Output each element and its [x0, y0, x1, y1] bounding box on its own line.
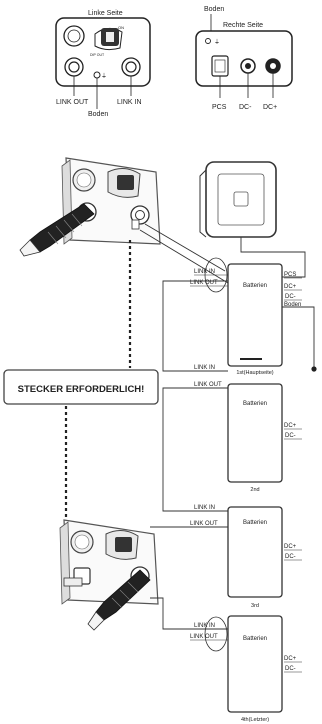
battery-4-dc-minus: DC- — [285, 666, 296, 672]
ground-label: Boden — [88, 111, 108, 118]
svg-text:⏚: ⏚ — [214, 39, 220, 46]
dc-minus-label: DC- — [239, 104, 252, 111]
battery-1-pcs: PCS — [284, 272, 296, 278]
pcs-unit-icon — [199, 161, 277, 238]
battery-3-link-in: LINK IN — [194, 505, 215, 511]
dc-plus-label: DC+ — [263, 104, 277, 111]
battery-4-caption: 4th(Letzter) — [241, 717, 269, 723]
right-ground-label: Boden — [204, 6, 224, 13]
battery-1-dc-minus: DC- — [285, 294, 296, 300]
battery-3-dc-plus: DC+ — [284, 544, 297, 550]
battery-4-link-in: LINK IN — [194, 623, 215, 629]
left-side-panel: Linke Seite ON DIP OUT ⏚ LINK OUT LINK I… — [55, 10, 151, 118]
ground-symbol-icon: ⏚ — [101, 73, 107, 80]
battery-1-label: Batterien — [243, 283, 267, 289]
battery-4-label: Batterien — [243, 636, 267, 642]
right-side-title: Rechte Seite — [223, 22, 263, 29]
warning-text: STECKER ERFORDERLICH! — [18, 384, 145, 395]
battery-2-label: Batterien — [243, 401, 267, 407]
connector-photo-bottom — [59, 519, 159, 631]
battery-1-link-out: LINK OUT — [190, 280, 218, 286]
battery-3-dc-minus: DC- — [285, 554, 296, 560]
battery-4: Batterien 4th(Letzter) LINK IN LINK OUT … — [190, 615, 302, 723]
ground-screw-icon — [93, 71, 101, 79]
battery-1-link-in: LINK IN — [194, 269, 215, 275]
battery-2-caption: 2nd — [250, 487, 259, 493]
pcs-label: PCS — [212, 104, 227, 111]
battery-3-caption: 3rd — [251, 603, 259, 609]
battery-2-link-out: LINK OUT — [194, 382, 222, 388]
link-out-label: LINK OUT — [56, 99, 89, 106]
ground-terminal-icon — [311, 366, 317, 372]
battery-2: Batterien 2nd LINK IN LINK OUT DC+ DC- — [194, 365, 302, 493]
battery-1-dc-plus: DC+ — [284, 284, 297, 290]
warning-box: STECKER ERFORDERLICH! — [3, 369, 159, 405]
ground-screw-right-icon — [205, 38, 211, 44]
svg-text:ON: ON — [118, 25, 124, 30]
right-side-panel: Boden Rechte Seite ⏚ PCS DC- DC+ — [195, 6, 293, 111]
svg-text:DIP OUT: DIP OUT — [90, 53, 105, 57]
battery-1-caption: 1st(Hauptseite) — [236, 370, 273, 376]
battery-4-dc-plus: DC+ — [284, 656, 297, 662]
link-highlight-ellipse-bottom — [204, 616, 228, 652]
battery-1: Batterien 1st(Hauptseite) LINK IN LINK O… — [190, 257, 302, 376]
left-side-title: Linke Seite — [88, 10, 123, 17]
battery-2-dc-plus: DC+ — [284, 423, 297, 429]
battery-4-link-out: LINK OUT — [190, 634, 218, 640]
battery-3-label: Batterien — [243, 520, 267, 526]
link-in-label: LINK IN — [117, 99, 142, 106]
battery-2-link-in: LINK IN — [194, 365, 215, 371]
connector-photo-top — [19, 157, 161, 257]
battery-1-ground: Boden — [284, 302, 301, 308]
battery-2-dc-minus: DC- — [285, 433, 296, 439]
battery-3: Batterien 3rd LINK IN LINK OUT DC+ DC- — [190, 505, 302, 609]
battery-3-link-out: LINK OUT — [190, 521, 218, 527]
